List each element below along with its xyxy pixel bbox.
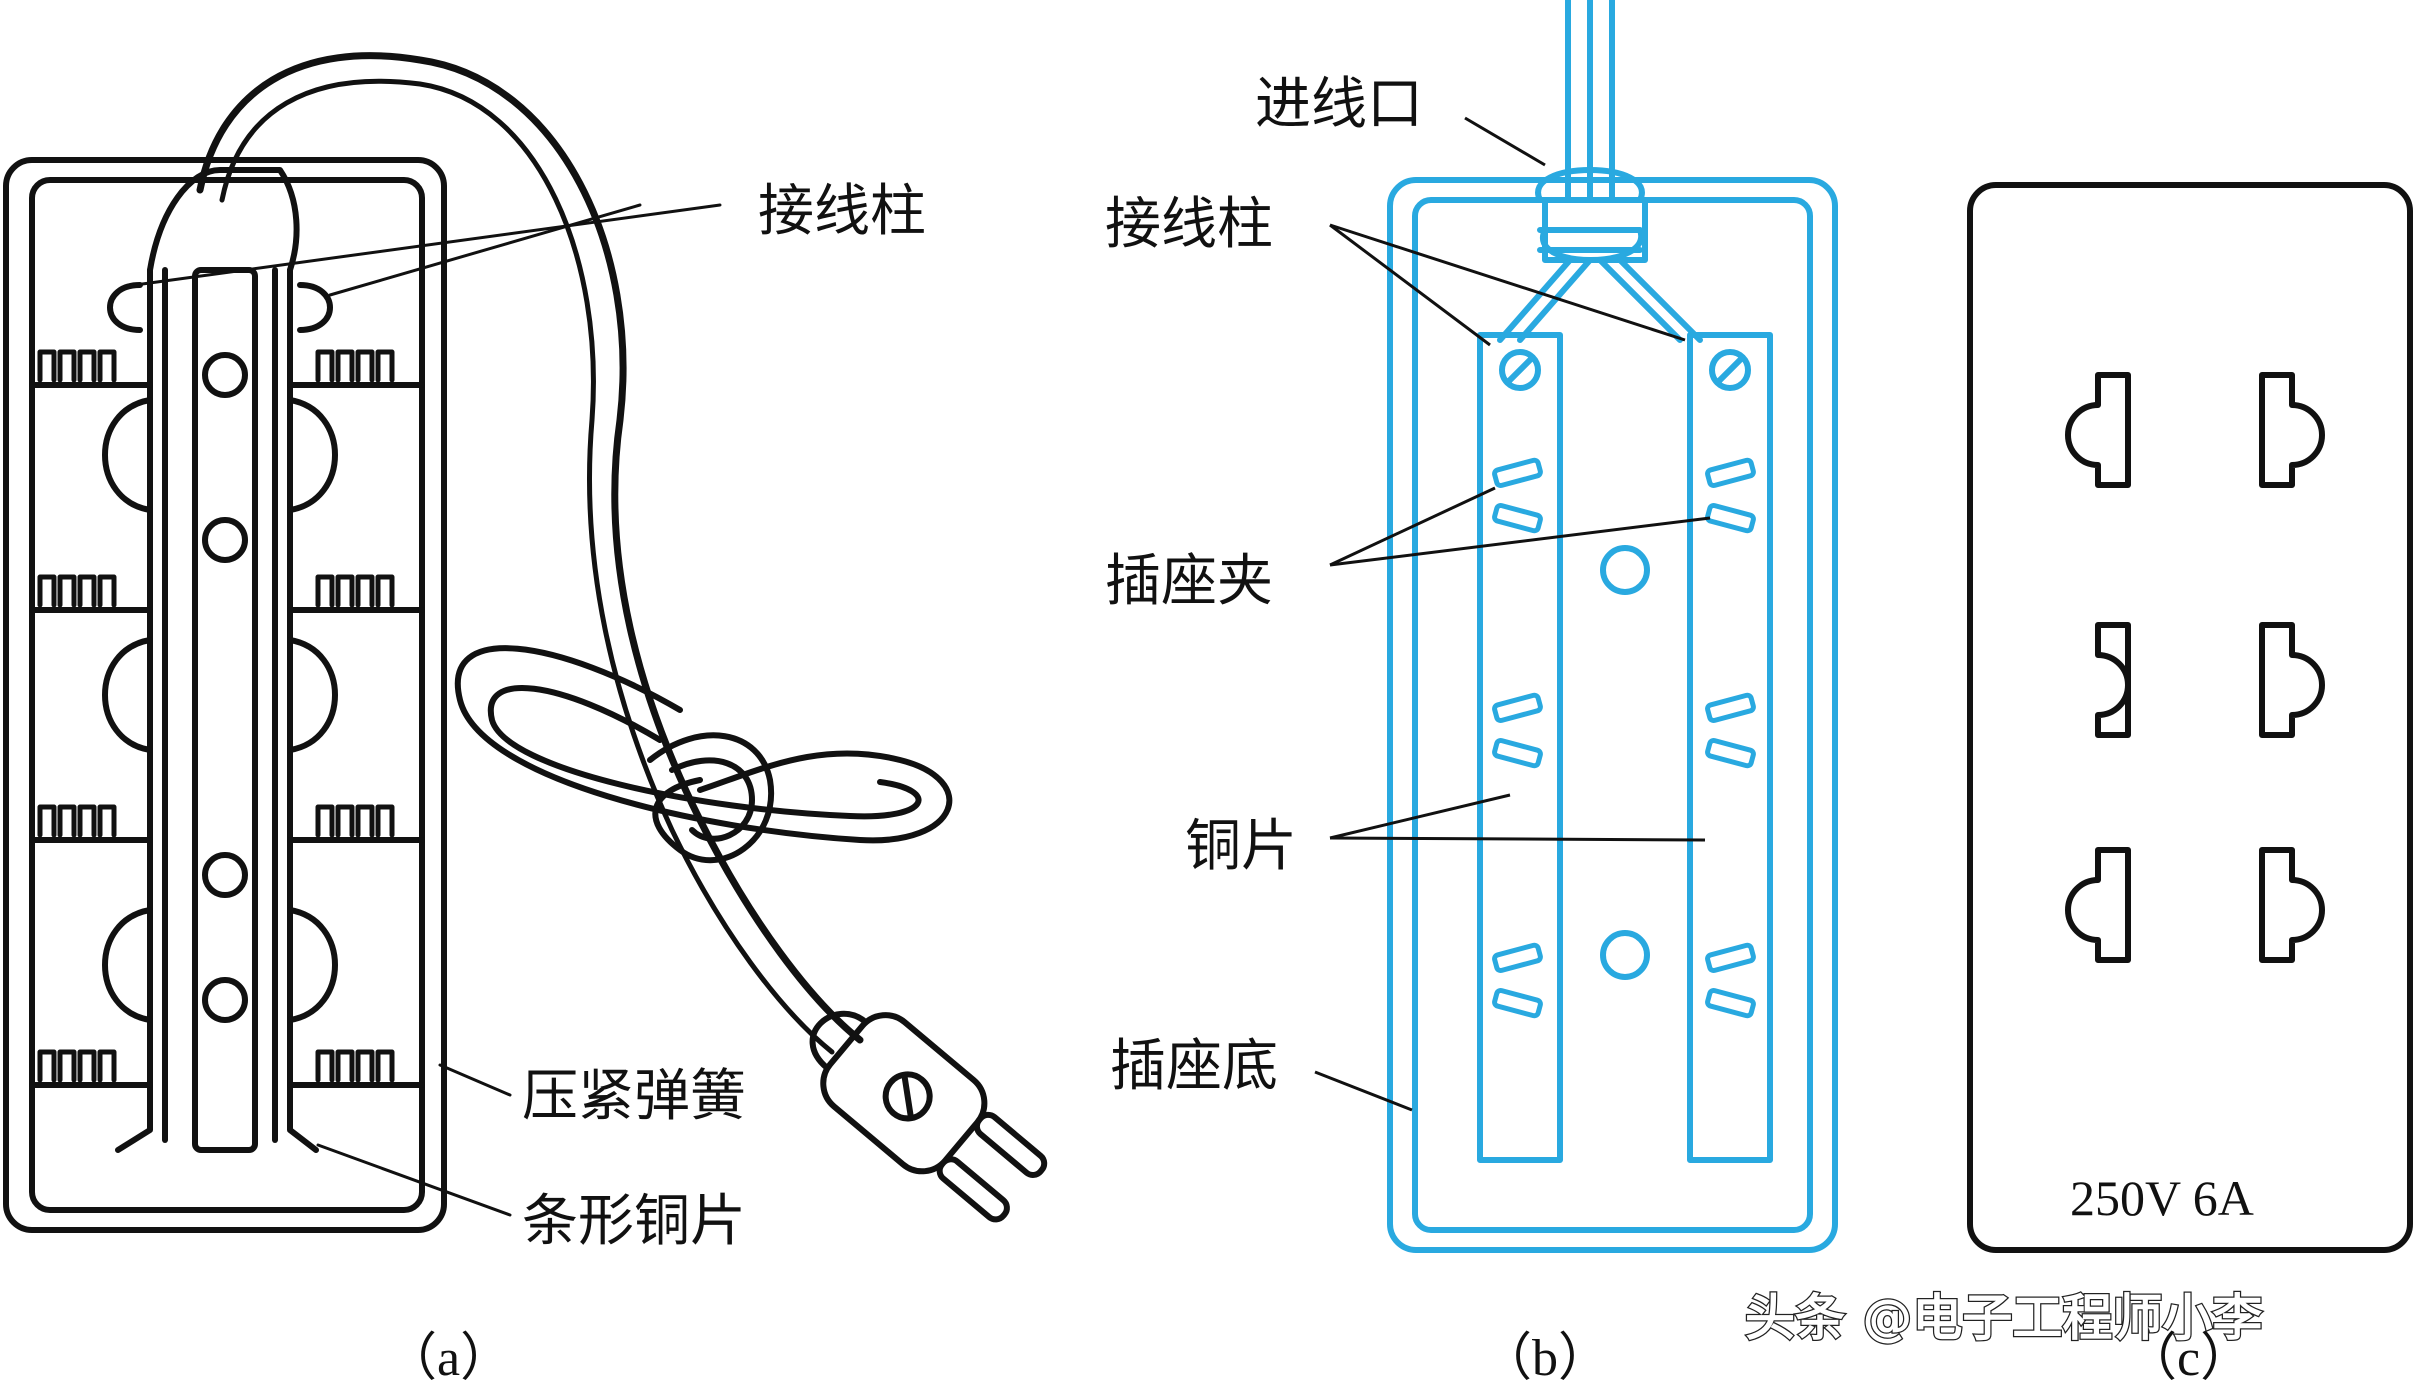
wire-left bbox=[1497, 257, 1593, 343]
cord-knot-2 bbox=[669, 757, 755, 842]
strip-bulges-right bbox=[287, 397, 338, 1023]
label-inlet: 进线口 bbox=[1255, 72, 1423, 137]
label-socket-clip: 插座夹 bbox=[1105, 549, 1273, 614]
label-copper-sheet: 铜片 bbox=[1185, 814, 1297, 879]
cord bbox=[196, 52, 864, 1044]
wire-clamp bbox=[1542, 197, 1648, 263]
socket-hole-3 bbox=[202, 852, 248, 898]
cord-coil-2 bbox=[487, 684, 922, 820]
watermark: 头条 @电子工程师小李 bbox=[1745, 1289, 2262, 1347]
strip-copper-right bbox=[287, 267, 319, 1153]
cord-coil bbox=[454, 645, 953, 844]
socket-clips bbox=[1492, 457, 1756, 1019]
panel-b-leaders bbox=[1314, 116, 1711, 1112]
base-hole-1 bbox=[1600, 545, 1650, 595]
socket-hole-1 bbox=[202, 352, 248, 398]
cord-knot bbox=[647, 732, 775, 864]
strip-bulges-left bbox=[102, 397, 153, 1023]
outlet-left-1-icon bbox=[2065, 372, 2131, 488]
cord-entry bbox=[147, 167, 300, 273]
outlet-right-1-icon bbox=[2259, 372, 2325, 488]
outlet-row-1 bbox=[2065, 372, 2325, 488]
label-terminal-post-a: 接线柱 bbox=[758, 179, 926, 244]
leader-terminal-a2 bbox=[328, 203, 642, 297]
socket-hole-2 bbox=[202, 517, 248, 563]
outlet-left-2-icon bbox=[2095, 622, 2131, 738]
spring-combs bbox=[37, 349, 395, 1083]
caption-b: （b） bbox=[1480, 1330, 1610, 1387]
cord-inner bbox=[219, 78, 835, 1055]
panel-c-drawing bbox=[1967, 182, 2413, 1253]
label-pressure-spring: 压紧弹簧 bbox=[522, 1064, 746, 1129]
caption-a: （a） bbox=[385, 1330, 512, 1387]
outlet-row-2 bbox=[2095, 622, 2325, 738]
rating-label: 250V 6A bbox=[2070, 1170, 2254, 1226]
socket-hole-4 bbox=[202, 977, 248, 1023]
strip-copper-left bbox=[115, 267, 153, 1153]
label-terminal-post-b: 接线柱 bbox=[1105, 192, 1273, 257]
plug-icon bbox=[809, 1010, 1048, 1223]
center-bar bbox=[192, 267, 258, 1153]
label-socket-base: 插座底 bbox=[1110, 1034, 1278, 1099]
faceplate bbox=[1967, 182, 2413, 1253]
outlet-row-3 bbox=[2065, 847, 2325, 963]
outlet-left-3-icon bbox=[2065, 847, 2131, 963]
base-inner bbox=[1412, 197, 1813, 1233]
terminal-left bbox=[107, 282, 143, 333]
outlet-right-3-icon bbox=[2259, 847, 2325, 963]
leader-strip bbox=[316, 1143, 512, 1217]
terminal-screw-left bbox=[1499, 349, 1541, 391]
panel-a-drawing bbox=[3, 52, 1048, 1233]
wire-right bbox=[1597, 257, 1703, 343]
casing-outer bbox=[3, 157, 447, 1233]
label-strip-copper: 条形铜片 bbox=[522, 1189, 746, 1254]
leader-terminal-a1 bbox=[133, 203, 722, 287]
copper-strip-left bbox=[1477, 332, 1563, 1163]
outlet-right-2-icon bbox=[2259, 622, 2325, 738]
terminal-screw-right bbox=[1709, 349, 1751, 391]
casing-inner bbox=[29, 177, 425, 1213]
panel-b-drawing bbox=[1387, 0, 1838, 1253]
caption-c: （c） bbox=[2125, 1330, 2252, 1387]
terminal-right bbox=[297, 282, 333, 333]
base-hole-2 bbox=[1600, 930, 1650, 980]
leader-spring bbox=[438, 1063, 512, 1097]
copper-strip-right bbox=[1687, 332, 1773, 1163]
